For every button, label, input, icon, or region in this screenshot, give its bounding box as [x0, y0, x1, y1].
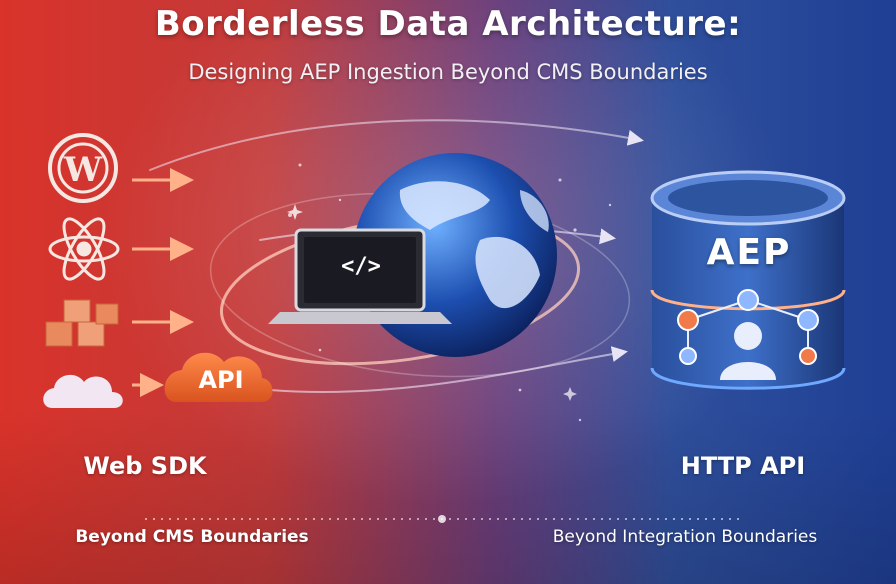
laptop-icon [268, 228, 452, 324]
page-title: Borderless Data Architecture: [154, 4, 742, 44]
api-badge-label: API [198, 366, 244, 394]
react-icon [48, 217, 120, 281]
cloud-icon [43, 374, 123, 408]
cubes-icon [45, 299, 119, 347]
web-sdk-label: Web SDK [83, 452, 207, 480]
aep-database-label: AEP [706, 232, 792, 273]
sparkles [287, 163, 612, 422]
api-cloud-badge [164, 352, 273, 402]
page-subtitle: Designing AEP Ingestion Beyond CMS Bound… [188, 60, 708, 84]
source-arrows [132, 168, 194, 397]
laptop-code-label: </> [341, 254, 381, 279]
wordpress-icon: W [48, 133, 118, 203]
footer-right-caption: Beyond Integration Boundaries [552, 527, 818, 547]
footer-left-caption: Beyond CMS Boundaries [75, 527, 309, 547]
http-api-label: HTTP API [680, 452, 806, 480]
svg-text:W: W [63, 150, 103, 190]
user-network-icon [677, 289, 819, 380]
